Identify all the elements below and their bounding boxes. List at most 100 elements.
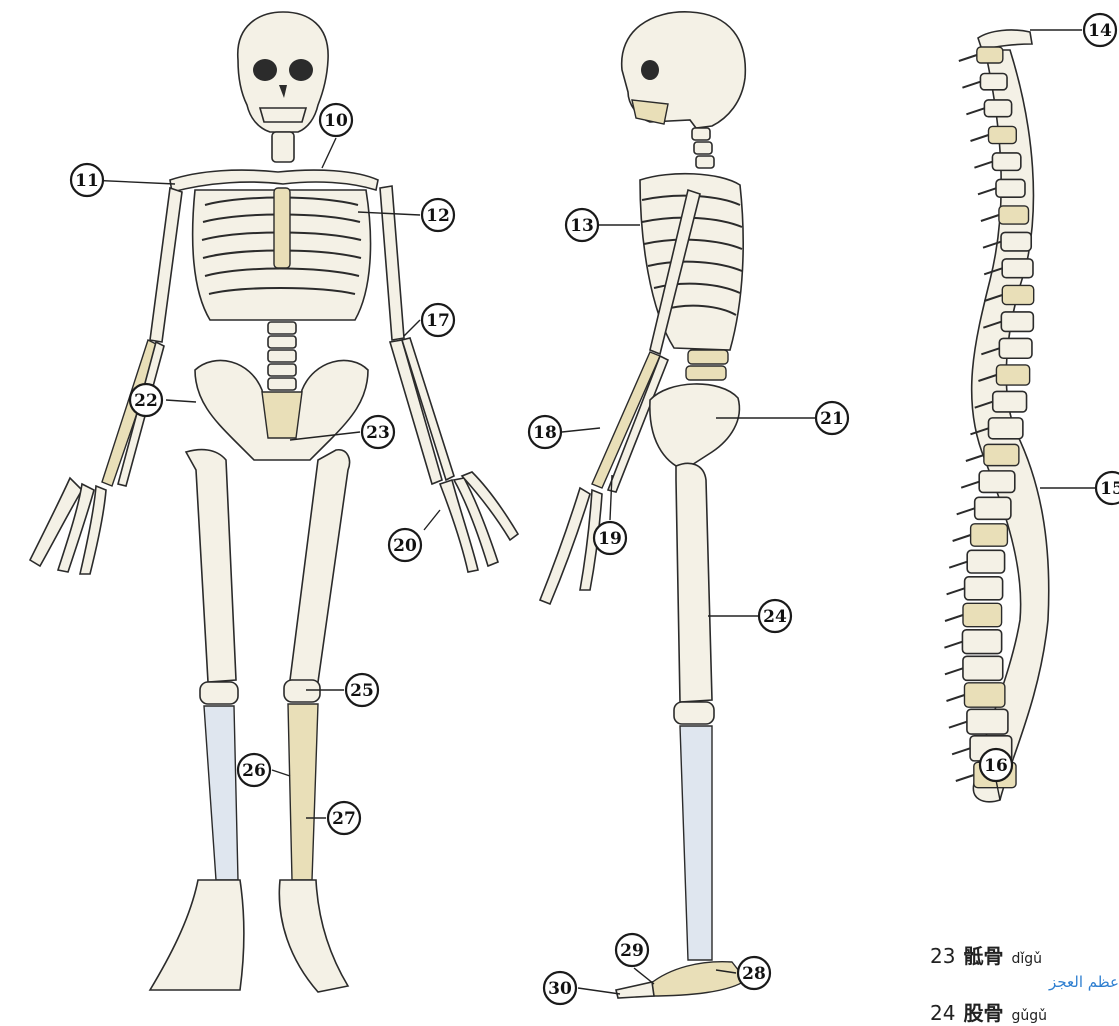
vertebra <box>993 391 1027 412</box>
spinous-process <box>949 562 967 568</box>
spinous-process <box>981 215 999 221</box>
vertebra <box>992 153 1020 170</box>
spinous-process <box>966 455 984 461</box>
label-22: 22 <box>130 384 162 416</box>
label-26: 26 <box>238 754 270 786</box>
vertebra <box>971 524 1008 546</box>
label-21: 21 <box>816 402 848 434</box>
label-28: 28 <box>738 957 770 989</box>
legend-number: 23 <box>930 944 955 968</box>
vertebra <box>999 206 1029 224</box>
legend-arabic: عظم العجز <box>972 973 1119 991</box>
vertebra <box>975 497 1011 519</box>
label-number: 19 <box>598 529 622 549</box>
spine-column <box>944 30 1048 802</box>
label-12: 12 <box>422 199 454 231</box>
legend-pinyin: dǐgǔ <box>1011 951 1042 967</box>
label-14: 14 <box>1084 14 1116 46</box>
legend-entry-24: 24 股骨 gǔgǔ <box>930 997 1119 1026</box>
legend-pinyin: gǔgǔ <box>1011 1008 1047 1024</box>
spinous-process <box>961 482 979 488</box>
spinous-process <box>956 775 974 781</box>
label-24: 24 <box>759 600 791 632</box>
label-13: 13 <box>566 209 598 241</box>
spinous-process <box>959 55 977 61</box>
label-number: 16 <box>984 756 1008 776</box>
spinous-process <box>953 535 971 541</box>
vertebra <box>1001 312 1033 332</box>
legend-chinese: 骶骨 <box>963 940 1003 969</box>
label-number: 23 <box>366 423 390 443</box>
vertebra <box>979 471 1015 493</box>
spinous-process <box>962 82 980 88</box>
legend-entry-23: 23 骶骨 dǐgǔ <box>930 940 1119 969</box>
legend-chinese: 股骨 <box>963 997 1003 1026</box>
front-spine <box>268 322 296 390</box>
label-number: 17 <box>426 311 450 331</box>
label-number: 27 <box>332 809 356 829</box>
vertebra <box>963 603 1002 626</box>
label-17: 17 <box>422 304 454 336</box>
vertebra <box>963 656 1003 680</box>
front-skeleton <box>30 12 518 992</box>
legend: 23 骶骨 dǐgǔ عظم العجز 24 股骨 gǔgǔ <box>930 940 1119 1026</box>
vertebra <box>988 126 1016 143</box>
vertebra <box>988 418 1022 439</box>
label-19: 19 <box>594 522 626 554</box>
label-23: 23 <box>362 416 394 448</box>
vertebra <box>1002 259 1033 278</box>
label-15: 15 <box>1096 472 1119 504</box>
vertebra <box>967 550 1004 573</box>
vertebra <box>964 683 1004 707</box>
spinous-process <box>966 108 984 114</box>
spinous-process <box>970 135 988 141</box>
vertebra <box>980 73 1007 89</box>
vertebra <box>984 444 1019 465</box>
label-29: 29 <box>616 934 648 966</box>
label-11: 11 <box>71 164 103 196</box>
spinous-process <box>957 508 975 514</box>
vertebra <box>977 47 1003 63</box>
label-number: 18 <box>533 423 557 443</box>
spinous-process <box>945 668 963 674</box>
legend-number: 24 <box>930 1001 955 1025</box>
vertebra <box>999 338 1032 358</box>
vertebra <box>996 365 1029 385</box>
label-number: 29 <box>620 941 644 961</box>
spinous-process <box>952 748 970 754</box>
label-number: 24 <box>763 607 787 627</box>
spinous-process <box>949 722 967 728</box>
label-number: 12 <box>426 206 450 226</box>
spinous-process <box>978 188 996 194</box>
label-number: 21 <box>820 409 844 429</box>
label-number: 26 <box>242 761 266 781</box>
label-number: 22 <box>134 391 158 411</box>
vertebra <box>965 577 1003 600</box>
spinous-process <box>944 642 962 648</box>
label-27: 27 <box>328 802 360 834</box>
spinous-process <box>945 615 963 621</box>
label-30: 30 <box>544 972 576 1004</box>
label-number: 14 <box>1088 21 1112 41</box>
label-number: 25 <box>350 681 374 701</box>
label-number: 28 <box>742 964 766 984</box>
label-25: 25 <box>346 674 378 706</box>
label-number: 30 <box>548 979 572 999</box>
side-skeleton <box>540 12 746 998</box>
vertebra <box>1002 285 1033 304</box>
label-16: 16 <box>980 749 1012 781</box>
spinous-process <box>974 162 992 168</box>
vertebra <box>996 179 1025 197</box>
spinous-process <box>947 588 965 594</box>
label-number: 15 <box>1100 479 1119 499</box>
label-10: 10 <box>320 104 352 136</box>
label-20: 20 <box>389 529 421 561</box>
label-number: 20 <box>393 536 417 556</box>
vertebra <box>984 100 1011 117</box>
spinous-process <box>946 695 964 701</box>
label-number: 10 <box>324 111 348 131</box>
label-number: 11 <box>75 171 99 191</box>
vertebra <box>962 630 1001 654</box>
vertebra <box>967 709 1008 734</box>
